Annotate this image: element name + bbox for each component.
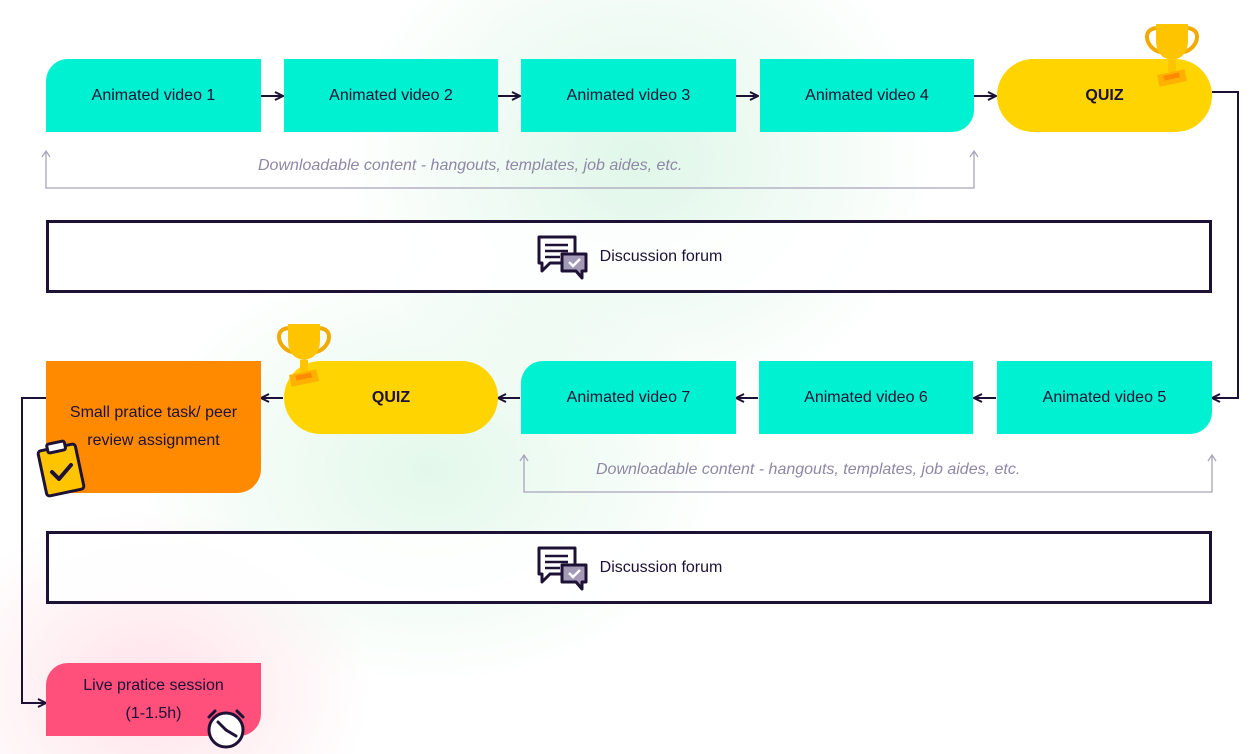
video-box-1: Animated video 1 [46,59,261,132]
forum-label: Discussion forum [599,247,723,265]
clipboard-check-icon [36,439,86,498]
clock-icon [207,709,245,749]
video-box-7: Animated video 7 [521,361,736,434]
live-session-box: Live pratice session (1-1.5h) [46,663,261,736]
downloadable-content-1: Downloadable content - hangouts, templat… [258,157,683,174]
live-session-duration: (1-1.5h) [125,704,182,722]
trophy-icon [277,324,331,387]
live-session-title: Live pratice session [83,676,224,694]
video-box-4: Animated video 4 [760,59,974,132]
discussion-forum-1: Discussion forum [46,220,1212,293]
chat-bubbles-icon [537,546,588,590]
video-box-2: Animated video 2 [284,59,498,132]
video-box-6: Animated video 6 [759,361,973,434]
video-box-3: Animated video 3 [521,59,736,132]
quiz-box-2: QUIZ [284,361,498,434]
forum-label: Discussion forum [599,558,723,576]
arrow-quiz1-v5 [1212,91,1239,398]
trophy-icon [1145,24,1199,87]
downloadable-content-2: Downloadable content - hangouts, templat… [596,461,1021,478]
discussion-forum-2: Discussion forum [46,531,1212,604]
video-box-5: Animated video 5 [997,361,1212,434]
chat-bubbles-icon [537,235,588,279]
